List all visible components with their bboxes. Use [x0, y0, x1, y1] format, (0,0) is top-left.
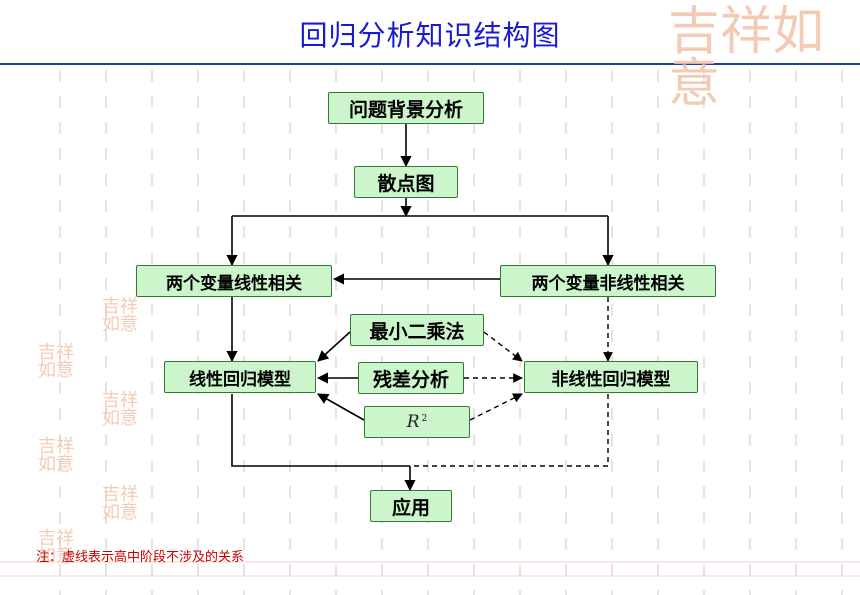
seal-small-4: 吉祥如意	[38, 436, 74, 475]
node-least-squares: 最小二乘法	[350, 314, 484, 346]
node-linear-model: 线性回归模型	[164, 361, 316, 393]
node-scatter-plot: 散点图	[354, 166, 458, 198]
seal-large: 吉祥如意	[668, 2, 825, 114]
node-linear-correlation: 两个变量线性相关	[136, 265, 332, 297]
footnote: 注：虚线表示高中阶段不涉及的关系	[36, 550, 245, 565]
seal-small-1: 吉祥如意	[102, 296, 138, 335]
edge-lsq-to-nonlinear-model	[483, 331, 523, 362]
node-background-analysis: 问题背景分析	[328, 92, 484, 124]
seal-small-5: 吉祥如意	[102, 484, 138, 523]
title-divider	[0, 63, 860, 65]
edge-lsq-to-linear-model	[317, 331, 351, 362]
node-nonlinear-model: 非线性回归模型	[524, 361, 698, 393]
node-application: 应用	[370, 490, 452, 522]
edge-r2-to-nonlinear-model	[469, 393, 523, 421]
seal-small-3: 吉祥如意	[102, 390, 138, 429]
seal-small-2: 吉祥如意	[38, 342, 74, 381]
edge-r2-to-linear-model	[317, 393, 365, 421]
page-title: 回归分析知识结构图	[299, 19, 561, 52]
edge-nonlinear-model-to-merge	[410, 394, 609, 467]
node-nonlinear-correlation: 两个变量非线性相关	[500, 265, 716, 297]
node-residual-analysis: 残差分析	[358, 362, 464, 394]
edge-linear-model-to-merge	[231, 394, 410, 467]
seal-small-6: 吉祥如意	[38, 528, 74, 567]
